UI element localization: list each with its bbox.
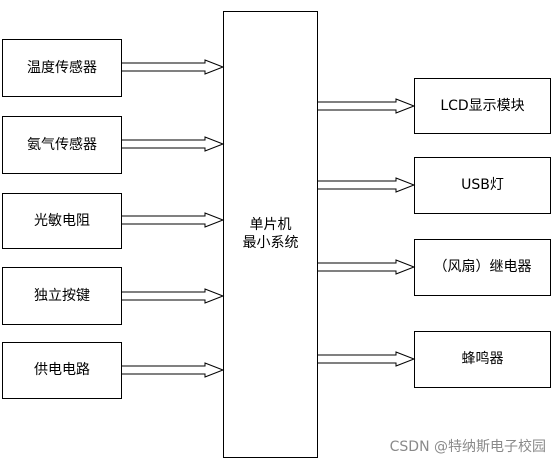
center-label-line-2: 最小系统 xyxy=(242,234,299,251)
input-box-independent-keys: 独立按键 xyxy=(2,267,122,325)
output-box-usb-light: USB灯 xyxy=(414,157,551,214)
arrow-temperature-sensor-to-mcu xyxy=(122,59,225,75)
input-box-ammonia-sensor: 氨气传感器 xyxy=(2,116,122,174)
input-label-photoresistor: 光敏电阻 xyxy=(34,212,90,229)
arrow-ammonia-sensor-to-mcu xyxy=(122,136,225,152)
arrow-mcu-to-usb-light xyxy=(318,177,416,193)
output-label-lcd-display-module: LCD显示模块 xyxy=(440,97,525,114)
output-box-lcd-display-module: LCD显示模块 xyxy=(414,78,551,134)
input-box-temperature-sensor: 温度传感器 xyxy=(2,39,122,97)
arrow-mcu-to-lcd-display-module xyxy=(318,98,416,114)
output-label-usb-light: USB灯 xyxy=(461,177,504,194)
arrow-mcu-to-buzzer xyxy=(318,351,416,367)
input-label-ammonia-sensor: 氨气传感器 xyxy=(27,136,97,153)
arrow-mcu-to-fan-relay xyxy=(318,259,416,275)
center-box-mcu-system: 单片机 最小系统 xyxy=(223,11,318,458)
input-label-independent-keys: 独立按键 xyxy=(34,287,90,304)
center-label-line-1: 单片机 xyxy=(249,217,292,233)
output-box-buzzer: 蜂鸣器 xyxy=(414,331,551,388)
input-label-power-circuit: 供电电路 xyxy=(34,362,90,379)
watermark-text: CSDN @特纳斯电子校园 xyxy=(389,439,546,455)
output-label-fan-relay: （风扇）继电器 xyxy=(433,259,532,276)
arrow-photoresistor-to-mcu xyxy=(122,212,225,228)
arrow-power-circuit-to-mcu xyxy=(122,362,225,378)
input-label-temperature-sensor: 温度传感器 xyxy=(27,59,97,76)
output-label-buzzer: 蜂鸣器 xyxy=(461,351,504,368)
input-box-power-circuit: 供电电路 xyxy=(2,342,122,399)
output-box-fan-relay: （风扇）继电器 xyxy=(414,239,551,296)
arrow-independent-keys-to-mcu xyxy=(122,288,225,304)
input-box-photoresistor: 光敏电阻 xyxy=(2,193,122,249)
